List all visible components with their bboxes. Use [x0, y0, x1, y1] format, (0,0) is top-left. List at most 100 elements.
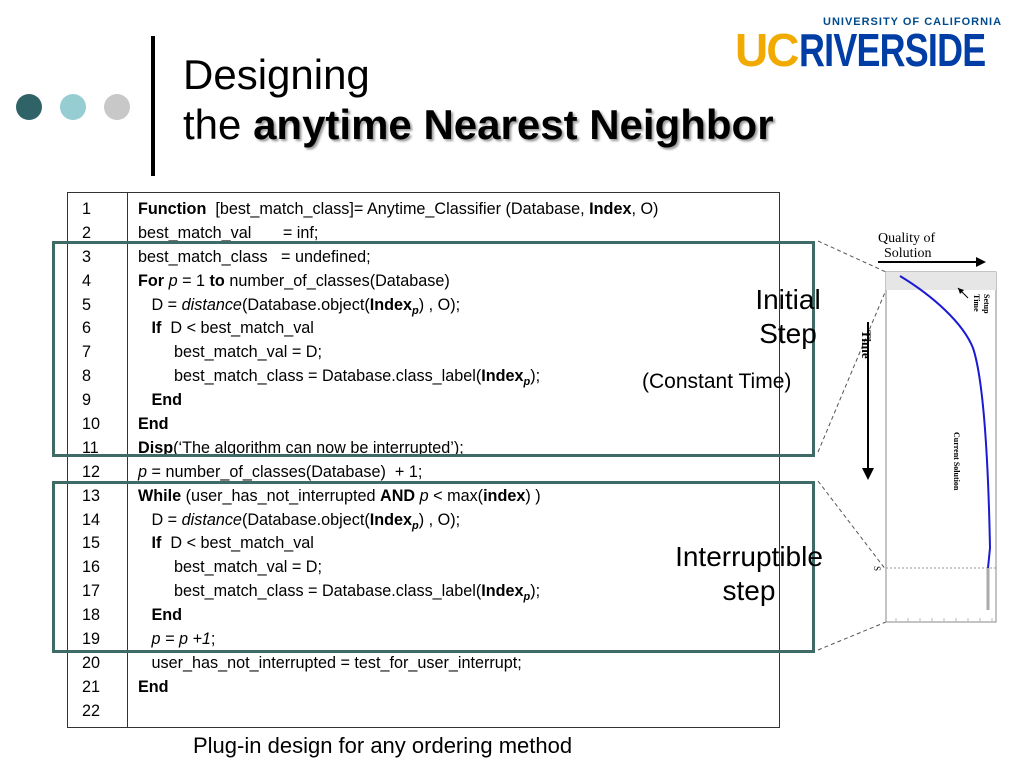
code-token: p [419, 486, 429, 505]
code-line: If D < best_match_val [138, 317, 779, 341]
line-number: 20 [82, 653, 101, 672]
line-number: 6 [82, 319, 92, 338]
code-line: End [138, 389, 779, 413]
code-token: Function [138, 200, 207, 218]
code-token: best_match_val = D; [138, 558, 322, 577]
line-number: 5 [82, 295, 92, 314]
code-line: best_match_class = Database.class_label(… [138, 580, 779, 604]
code-token: = number_of_classes(Database) + 1; [147, 462, 423, 481]
line-number: 2 [82, 223, 92, 242]
code-line: D = distance(Database.object(Indexp) , O… [138, 294, 779, 318]
code-line: End [138, 604, 779, 628]
slide-title: Designing the anytime Nearest Neighbor [183, 50, 774, 150]
code-token: , O) [631, 200, 659, 218]
code-token: (user_has_not_interrupted [181, 486, 381, 505]
line-number: 7 [82, 343, 92, 362]
code-token: distance [181, 510, 242, 529]
plot-frame [885, 271, 997, 623]
code-line: p = p +1; [138, 628, 779, 652]
code-token: End [151, 391, 183, 410]
title-prefix: the [183, 101, 242, 148]
code-token: distance [181, 295, 242, 314]
code-token: (‘The algorithm can now be interrupted’)… [173, 438, 464, 457]
code-token: While [138, 486, 182, 505]
code-token: ); [530, 367, 541, 386]
initial-step-label: Initial Step [738, 283, 838, 351]
code-token: D = [138, 295, 182, 314]
title-divider [151, 36, 155, 176]
code-line [138, 700, 779, 724]
code-token: p [523, 376, 531, 389]
quality-time-plot: Quality of Solution Time Setup Time Curr… [859, 231, 997, 623]
code-token: Index [589, 200, 632, 218]
code-token: p [523, 591, 531, 604]
line-number: 4 [82, 271, 92, 290]
code-token: p [412, 519, 419, 532]
logo-university-text: UNIVERSITY OF CALIFORNIA [823, 16, 1003, 28]
line-number: 12 [82, 462, 101, 481]
code-line: best_match_val = D; [138, 556, 779, 580]
quality-label-1: Quality of [878, 231, 935, 246]
time-label: Time [859, 330, 874, 359]
code-line: Disp(‘The algorithm can now be interrupt… [138, 437, 779, 461]
code-token: If [151, 319, 162, 338]
code-token: p [168, 271, 178, 290]
logo-uc-text: UC [735, 24, 799, 76]
initial-step-box [52, 241, 815, 457]
setup-time-band [886, 272, 996, 290]
code-token: best_match_val = inf; [138, 223, 319, 242]
code-token: to [209, 271, 225, 290]
title-line-2: the anytime Nearest Neighbor [183, 100, 774, 150]
line-number: 8 [82, 367, 92, 386]
code-token: p [138, 462, 148, 481]
interruptible-line-2: step [722, 575, 776, 606]
code-token: best_match_val = D; [138, 343, 322, 362]
quality-label-2: Solution [884, 246, 931, 261]
line-number: 18 [82, 606, 101, 625]
code-line: best_match_class = undefined; [138, 246, 779, 270]
line-number: 10 [82, 415, 101, 434]
code-token: Index [481, 367, 524, 386]
code-token: < max( [428, 486, 484, 505]
code-token: D < best_match_val [161, 534, 314, 553]
current-solution-curve [899, 275, 992, 569]
code-line: Function [best_match_class]= Anytime_Cla… [138, 198, 779, 222]
line-number: 14 [82, 510, 101, 529]
code-token: best_match_class = Database.class_label( [138, 367, 482, 386]
code-token: End [151, 606, 183, 625]
code-token: user_has_not_interrupted = test_for_user… [138, 653, 522, 672]
time-arrowhead [862, 468, 874, 480]
initial-step-line-2: Step [759, 318, 817, 349]
line-number: 22 [82, 701, 101, 720]
ucr-logo: UNIVERSITY OF CALIFORNIA UC RIVERSIDE [735, 16, 1005, 78]
setup-time-label-2: Time [972, 294, 981, 312]
logo-riverside-text: RIVERSIDE [799, 24, 986, 76]
code-token: best_match_class = Database.class_label( [138, 582, 482, 601]
title-bold: anytime Nearest Neighbor [253, 101, 774, 148]
code-line: If D < best_match_val [138, 532, 779, 556]
bullet-dot-2 [60, 94, 86, 120]
line-number: 16 [82, 558, 101, 577]
code-token: If [151, 534, 162, 553]
line-number: 1 [82, 200, 92, 218]
code-token: number_of_classes(Database) [224, 271, 450, 290]
quality-arrowhead [976, 257, 986, 267]
code-token: AND [380, 486, 416, 505]
plot-ticks [895, 618, 993, 622]
code-token: (Database.object( [241, 510, 370, 529]
constant-time-label: (Constant Time) [642, 370, 792, 393]
code-token: ) ) [525, 486, 541, 505]
code-line: For p = 1 to number_of_classes(Database) [138, 270, 779, 294]
title-line-1: Designing [183, 51, 370, 98]
code-token: best_match_class = undefined; [138, 247, 371, 266]
code-token: Index [369, 295, 412, 314]
code-token: D = [138, 510, 182, 529]
interruptible-step-label: Interruptible step [656, 540, 842, 608]
code-token: = 1 [177, 271, 210, 290]
anytime-quality-figure: Quality of Solution Time Setup Time Curr… [818, 218, 1018, 658]
s-label: S [872, 566, 882, 571]
code-token: Index [369, 510, 412, 529]
line-number: 15 [82, 534, 101, 553]
code-token: Disp [138, 438, 174, 457]
